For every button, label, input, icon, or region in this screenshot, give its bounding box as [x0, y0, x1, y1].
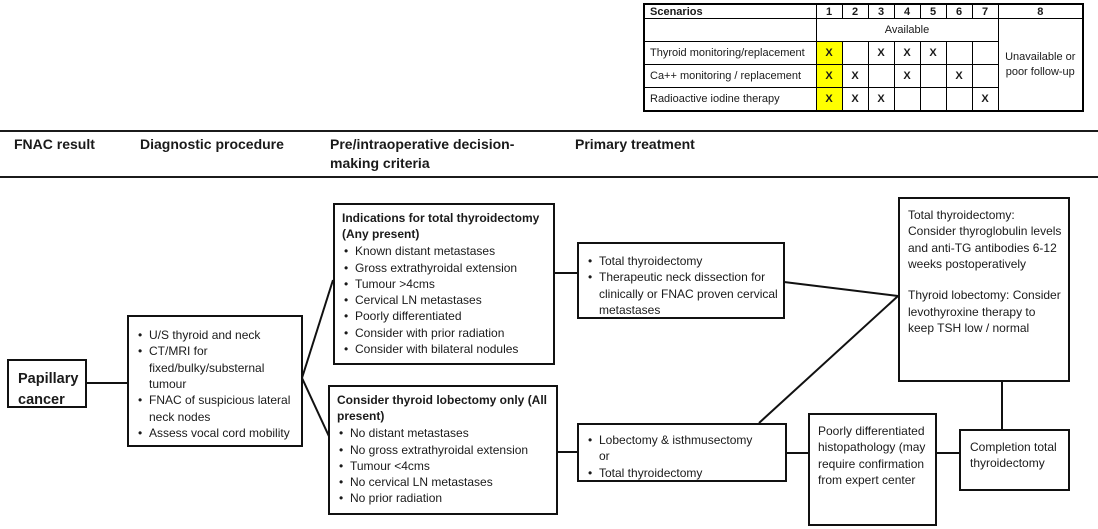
papillary-cancer-label: Papillary cancer — [18, 371, 79, 409]
mark-cell: X — [867, 87, 895, 112]
mark-cell: X — [919, 41, 947, 65]
bullet-list: Known distant metastases Gross extrathyr… — [342, 243, 548, 358]
table-row: Radioactive iodine therapy X X X X — [643, 87, 1083, 112]
bullet-item: Tumour >4cms — [342, 276, 548, 293]
mark-cell: X — [945, 64, 973, 88]
scenario-table-header-row: Scenarios 1 2 3 4 5 6 7 8 — [643, 3, 1084, 19]
paragraph-gap — [908, 272, 1062, 287]
bullet-item: Assess vocal cord mobility — [136, 425, 296, 442]
bullet-item: No prior radiation — [337, 490, 551, 507]
mark-cell: X — [841, 87, 869, 112]
bullet-item: No cervical LN metastases — [337, 474, 551, 491]
mark-cell — [919, 64, 947, 88]
followup-total-thyroidectomy-text: Total thyroidectomy: Consider thyroglobu… — [908, 208, 1062, 271]
scenario-col-2: 2 — [841, 3, 869, 19]
bullet-item: Poorly differentiated — [342, 308, 548, 325]
bullet-item: Consider with bilateral nodules — [342, 341, 548, 358]
bullet-item: Tumour <4cms — [337, 458, 551, 475]
column-header-fnac: FNAC result — [14, 136, 95, 152]
table-row: Ca++ monitoring / replacement X X X X — [643, 64, 1083, 88]
mark-cell — [893, 87, 921, 112]
bullet-item: Gross extrathyroidal extension — [342, 260, 548, 277]
bullet-list: Total thyroidectomy Therapeutic neck dis… — [586, 253, 778, 318]
mark-cell: X — [971, 87, 999, 112]
column-header-diagnostic: Diagnostic procedure — [140, 136, 284, 152]
mark-cell: X — [841, 64, 869, 88]
total-thyroidectomy-treatment-box: Total thyroidectomy Therapeutic neck dis… — [577, 242, 785, 319]
box-title: Indications for total thyroidectomy (Any… — [342, 211, 540, 241]
bullet-list: U/S thyroid and neck CT/MRI for fixed/bu… — [136, 327, 296, 442]
thyroid-lobectomy-criteria-box: Consider thyroid lobectomy only (All pre… — [328, 385, 558, 515]
followup-lobectomy-text: Thyroid lobectomy: Consider levothyroxin… — [908, 288, 1061, 335]
connector — [783, 281, 899, 297]
mark-cell — [945, 41, 973, 65]
mark-cell — [945, 87, 973, 112]
bullet-item: Total thyroidectomy — [586, 465, 780, 482]
scenario-col-1: 1 — [815, 3, 843, 19]
column-header-primary: Primary treatment — [575, 136, 695, 152]
box-text: Poorly differentiated histopathology (ma… — [818, 424, 926, 487]
mark-cell: X — [893, 64, 921, 88]
row-label: Radioactive iodine therapy — [643, 87, 817, 112]
total-thyroidectomy-indications-box: Indications for total thyroidectomy (Any… — [333, 203, 555, 365]
bullet-item: Cervical LN metastases — [342, 292, 548, 309]
bullet-item: U/S thyroid and neck — [136, 327, 296, 344]
header-rule-top — [0, 130, 1098, 132]
lobectomy-treatment-box: Lobectomy & isthmusectomy or Total thyro… — [577, 423, 787, 482]
bullet-item: No distant metastases — [337, 425, 551, 442]
connector — [301, 279, 334, 379]
scenario-table: Scenarios 1 2 3 4 5 6 7 8 Available Unav… — [643, 3, 1084, 112]
unavailable-cell: Unavailable or poor follow-up — [997, 18, 1084, 112]
header-rule-bottom — [0, 176, 1098, 178]
poorly-differentiated-histopathology-box: Poorly differentiated histopathology (ma… — [808, 413, 937, 526]
mark-cell — [971, 64, 999, 88]
mark-cell — [867, 64, 895, 88]
or-item: or — [599, 449, 610, 464]
mark-cell — [841, 41, 869, 65]
completion-thyroidectomy-box: Completion total thyroidectomy — [959, 429, 1070, 491]
bullet-item: CT/MRI for fixed/bulky/substernal tumour — [136, 343, 296, 392]
scenario-col-7: 7 — [971, 3, 999, 19]
diagnostic-procedure-box: U/S thyroid and neck CT/MRI for fixed/bu… — [127, 315, 303, 447]
mark-cell — [971, 41, 999, 65]
bullet-item: Total thyroidectomy — [586, 253, 778, 270]
empty-cell — [643, 18, 817, 42]
bullet-list: No distant metastases No gross extrathyr… — [337, 425, 551, 507]
papillary-cancer-box: Papillary cancer — [7, 359, 87, 408]
row-label: Ca++ monitoring / replacement — [643, 64, 817, 88]
bullet-item: Known distant metastases — [342, 243, 548, 260]
postoperative-followup-box: Total thyroidectomy: Consider thyroglobu… — [898, 197, 1070, 382]
bullet-item: Therapeutic neck dissection for clinical… — [586, 269, 778, 318]
bullet-item: Lobectomy & isthmusectomy — [586, 432, 780, 449]
available-cell: Available — [815, 18, 999, 42]
mark-cell: X — [815, 87, 843, 112]
scenario-col-8: 8 — [997, 3, 1084, 19]
mark-cell: X — [815, 41, 843, 65]
box-title: Consider thyroid lobectomy only (All pre… — [337, 393, 548, 423]
mark-cell: X — [867, 41, 895, 65]
bullet-list: Lobectomy & isthmusectomy or Total thyro… — [586, 432, 780, 481]
bullet-item: Consider with prior radiation — [342, 325, 548, 342]
scenario-col-3: 3 — [867, 3, 895, 19]
box-text: Completion total thyroidectomy — [970, 440, 1057, 471]
table-row: Thyroid monitoring/replacement X X X X — [643, 41, 1083, 65]
mark-cell: X — [815, 64, 843, 88]
mark-cell — [919, 87, 947, 112]
bullet-item: FNAC of suspicious lateral neck nodes — [136, 392, 296, 425]
scenario-col-5: 5 — [919, 3, 947, 19]
column-header-criteria: Pre/intraoperative decision-making crite… — [330, 136, 515, 171]
row-label: Thyroid monitoring/replacement — [643, 41, 817, 65]
bullet-item: No gross extrathyroidal extension — [337, 442, 551, 459]
availability-row: Available Unavailable or poor follow-up — [643, 18, 1084, 112]
mark-cell: X — [893, 41, 921, 65]
scenario-col-4: 4 — [893, 3, 921, 19]
scenario-col-6: 6 — [945, 3, 973, 19]
scenario-table-title: Scenarios — [643, 3, 817, 19]
